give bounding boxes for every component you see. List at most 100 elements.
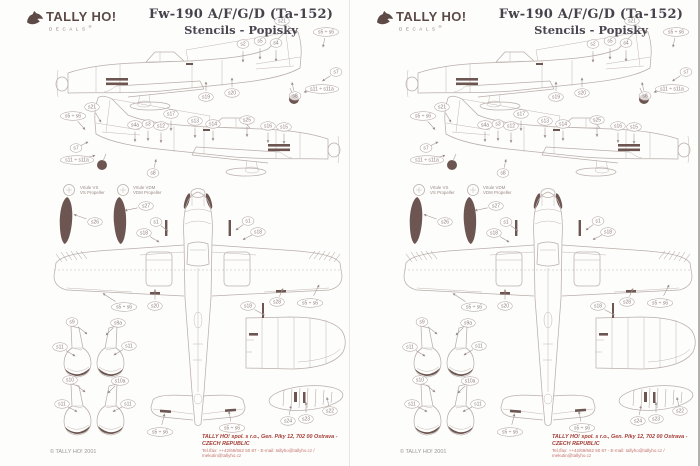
svg-text:s8: s8	[150, 171, 156, 177]
stencil-callout-s5-s6: s5 ÷ s6	[219, 411, 245, 433]
svg-text:s18: s18	[254, 230, 262, 236]
svg-text:s20: s20	[151, 304, 159, 310]
stencil-callout-s1: s1	[585, 216, 605, 231]
svg-text:s4a: s4a	[481, 123, 489, 129]
stencil-callout-s9: s9	[65, 317, 88, 335]
stencil-callout-s4a: s4a	[127, 120, 143, 142]
stencil-callout-s25: s25	[239, 115, 255, 137]
svg-text:s11 ÷ s11a: s11 ÷ s11a	[310, 87, 334, 93]
brand-sub-text: DECALS	[49, 26, 89, 31]
sheet-title: Fw-190 A/F/G/D (Ta-152)	[148, 7, 334, 22]
svg-text:s21: s21	[438, 105, 446, 111]
brand-text: TALLY HO! DECALS®	[46, 10, 117, 32]
stencil-callout-s2: s2	[586, 39, 600, 63]
svg-text:s1: s1	[503, 220, 509, 226]
svg-text:s5 ÷ s6: s5 ÷ s6	[116, 305, 132, 311]
address-line: TALLY HO! spol. s r.o., Gen. Píky 12, 70…	[202, 434, 338, 447]
stencil-callout-s10a: s10a	[457, 376, 479, 394]
stencil-callout-s25: s25	[589, 115, 605, 137]
svg-text:s9: s9	[69, 320, 75, 326]
svg-text:s2: s2	[590, 42, 596, 48]
svg-text:s5: s5	[257, 39, 263, 45]
svg-text:s21: s21	[628, 19, 636, 25]
stencil-callout-s9a: s9a	[455, 318, 476, 336]
svg-text:s11: s11	[406, 345, 414, 351]
stencil-callout-s11: s11	[402, 342, 426, 357]
svg-text:s18: s18	[490, 231, 498, 237]
svg-text:s5 ÷ s6: s5 ÷ s6	[65, 114, 81, 120]
fox-icon	[376, 11, 394, 27]
stencil-callout-s2: s2	[236, 39, 250, 63]
stencil-callout-s9: s9	[415, 317, 438, 335]
title-block: Fw-190 A/F/G/D (Ta-152) Stencils - Popis…	[138, 7, 344, 37]
svg-text:s7: s7	[423, 146, 429, 152]
svg-text:s8: s8	[292, 94, 298, 100]
stencil-callout-s20: s20	[147, 289, 163, 311]
stencil-callout-s7: s7	[322, 67, 343, 82]
svg-text:s15: s15	[630, 125, 638, 131]
brand-name: TALLY HO!	[46, 9, 117, 24]
stencil-callout-s5: s5	[603, 36, 617, 60]
stencil-callout-s21: s21	[84, 102, 102, 123]
svg-text:s5 ÷ s6: s5 ÷ s6	[224, 426, 240, 432]
svg-text:s21: s21	[88, 105, 96, 111]
stencil-callout-s5-s6: s5 ÷ s6	[102, 293, 137, 312]
svg-text:s28: s28	[273, 300, 281, 306]
svg-text:s7: s7	[73, 146, 79, 152]
stencil-callout-s22: s22	[672, 397, 688, 416]
stencil-callout-s8: s8	[146, 159, 160, 178]
stencil-callout-s20: s20	[224, 77, 240, 98]
svg-text:s16: s16	[614, 124, 622, 130]
wheel-bay-detail-drawing	[268, 385, 344, 411]
publisher-address: TALLY HO! spol. s r.o., Gen. Píky 12, 70…	[202, 434, 350, 459]
stencil-callout-s5-s6: s5 ÷ s6	[452, 293, 487, 312]
svg-text:s8: s8	[642, 94, 648, 100]
registered-mark: ®	[88, 23, 92, 29]
stencil-callout-s1: s1	[235, 216, 255, 231]
svg-text:s11: s11	[474, 402, 482, 408]
svg-text:s22: s22	[676, 409, 684, 415]
stencil-callout-s13: s13	[187, 116, 203, 138]
propeller-vdm-drawing	[113, 184, 129, 244]
brand-sub-text: DECALS	[399, 26, 439, 31]
svg-text:s20: s20	[578, 91, 586, 97]
svg-text:s19: s19	[202, 95, 210, 101]
brand-subtitle: DECALS®	[49, 23, 117, 32]
svg-text:s23: s23	[302, 417, 310, 423]
publisher-address: TALLY HO! spol. s r.o., Gen. Píky 12, 70…	[552, 434, 700, 459]
side-profile-right-drawing	[94, 95, 341, 177]
stencil-callout-s27: s27	[474, 201, 504, 212]
svg-text:s20: s20	[228, 91, 236, 97]
svg-text:s20: s20	[501, 304, 509, 310]
svg-text:s11: s11	[475, 344, 483, 350]
title-block: Fw-190 A/F/G/D (Ta-152) Stencils - Popis…	[488, 7, 694, 37]
svg-text:s11: s11	[58, 402, 66, 408]
svg-text:s5 ÷ s6: s5 ÷ s6	[652, 301, 668, 307]
stencil-callout-s18: s18	[242, 227, 266, 240]
stencil-callout-s18: s18	[136, 228, 160, 243]
stencil-callout-s18: s18	[240, 301, 265, 316]
svg-text:s13: s13	[191, 119, 199, 125]
stencil-callout-s17: s17	[513, 109, 529, 131]
brand-text: TALLY HO! DECALS®	[396, 10, 467, 32]
svg-text:s23: s23	[652, 417, 660, 423]
svg-text:s18: s18	[244, 304, 252, 310]
stencil-callout-s28: s28	[619, 288, 635, 307]
svg-text:s14: s14	[559, 122, 567, 128]
side-profile-right-drawing	[444, 95, 691, 177]
stencil-callout-s11-s11a: s11 ÷ s11a	[303, 84, 339, 94]
stencil-callout-s1: s1	[499, 217, 519, 232]
sheet-right-edge	[698, 0, 700, 466]
svg-text:s10a: s10a	[465, 379, 476, 385]
svg-text:s21: s21	[278, 19, 286, 25]
svg-text:s5 ÷ s6: s5 ÷ s6	[668, 30, 684, 36]
svg-text:s11 ÷ s11a: s11 ÷ s11a	[65, 158, 89, 164]
wing-panel-drawing	[245, 303, 346, 370]
